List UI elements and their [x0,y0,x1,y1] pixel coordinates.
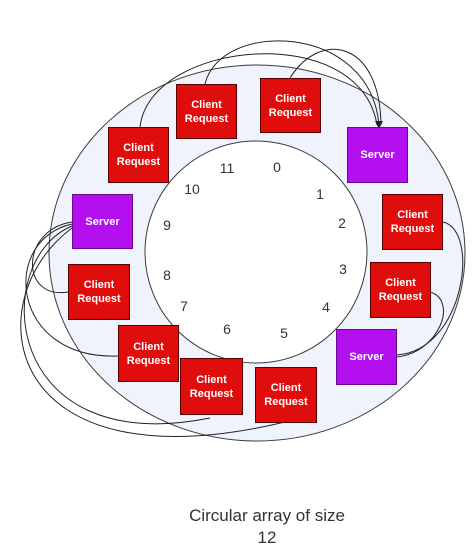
connector-left-client-4 [20,227,286,437]
client-request-node: Client Request [176,84,237,139]
client-request-node: Client Request [370,262,431,318]
position-label: 9 [163,217,171,233]
position-label: 4 [322,299,330,315]
position-label: 1 [316,186,324,202]
connector-left-client-2 [25,223,119,357]
server-node: Server [336,329,397,385]
connector-right-client-2 [396,291,444,358]
client-request-node: Client Request [180,358,243,415]
position-label: 2 [338,215,346,231]
client-request-node: Client Request [118,325,179,382]
connector-top-client-2 [289,48,382,126]
connector-left-client-1 [32,221,73,294]
caption: Circular array of size 12 [0,505,474,549]
arrowhead-top-server [375,121,383,129]
connector-left-client-3 [23,225,211,425]
connector-right-client-1 [396,221,464,356]
caption-line-1: Circular array of size [189,506,345,525]
position-label: 8 [163,267,171,283]
caption-line-2: 12 [257,528,277,547]
client-request-node: Client Request [68,264,130,320]
inner-circle [144,140,368,364]
position-label: 3 [339,261,347,277]
position-label: 10 [184,181,200,197]
connectors [20,40,464,437]
position-label: 6 [223,321,231,337]
position-label: 11 [219,160,235,176]
position-label: 5 [280,325,288,341]
server-node: Server [347,127,408,183]
connector-top-client-1 [204,40,380,126]
client-request-node: Client Request [255,367,317,423]
connector-top-left-client [139,53,378,128]
position-label: 7 [180,298,188,314]
server-node: Server [72,194,133,249]
client-request-node: Client Request [108,127,169,183]
client-request-node: Client Request [382,194,443,250]
position-label: 0 [273,159,281,175]
client-request-node: Client Request [260,78,321,133]
